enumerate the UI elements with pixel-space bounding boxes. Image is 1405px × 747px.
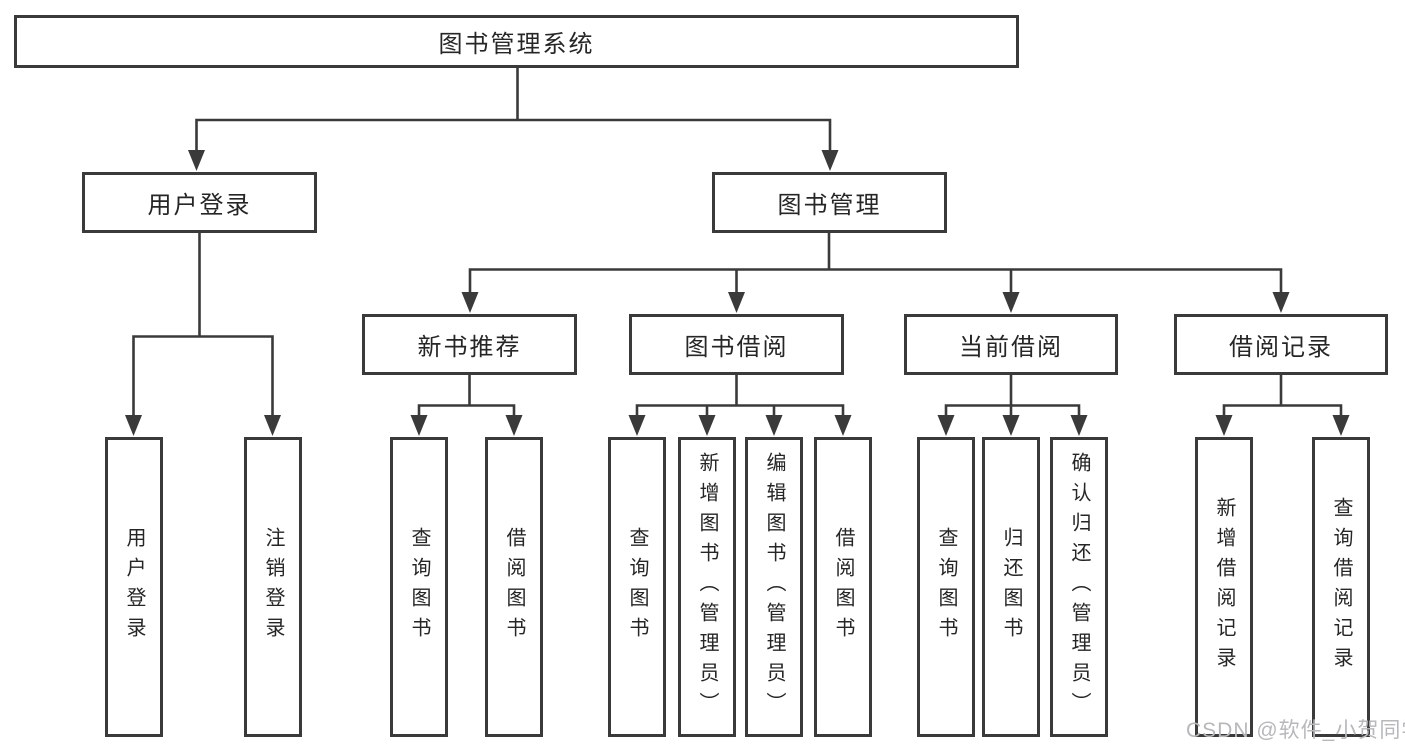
leaf-edit-books-admin: 编辑图书（管理员） <box>745 437 803 737</box>
node-root-system: 图书管理系统 <box>14 15 1019 68</box>
arrowhead <box>821 150 839 171</box>
arrowhead <box>834 415 852 436</box>
node-label: 确认归还（管理员） <box>1068 452 1090 722</box>
leaf-logout: 注销登录 <box>244 437 302 737</box>
arrowhead <box>1272 292 1290 313</box>
leaf-query-books: 查询图书 <box>917 437 975 737</box>
leaf-add-borrow-record: 新增借阅记录 <box>1195 437 1253 737</box>
node-new-book-recommend: 新书推荐 <box>362 314 577 375</box>
leaf-query-books: 查询图书 <box>390 437 448 737</box>
node-label: 编辑图书（管理员） <box>763 452 785 722</box>
arrowhead <box>1002 415 1020 436</box>
node-label: 归还图书 <box>1000 527 1022 647</box>
leaf-return-books: 归还图书 <box>982 437 1040 737</box>
node-label: 注销登录 <box>262 527 284 647</box>
arrowhead <box>461 292 479 313</box>
arrowhead <box>188 150 205 171</box>
node-label: 借阅图书 <box>503 527 525 647</box>
connector-book-mgmt-bar <box>468 268 1283 295</box>
leaf-confirm-return-admin: 确认归还（管理员） <box>1050 437 1108 737</box>
node-label: 用户登录 <box>123 527 145 647</box>
arrowhead <box>765 415 783 436</box>
node-label: 新书推荐 <box>417 334 522 361</box>
node-current-borrow: 当前借阅 <box>904 314 1118 375</box>
arrowhead <box>937 415 955 436</box>
leaf-user-login: 用户登录 <box>105 437 163 737</box>
arrowhead <box>1070 415 1088 436</box>
arrowhead <box>1215 415 1233 436</box>
connector-recommend-bar <box>417 404 516 418</box>
arrowhead <box>728 292 745 313</box>
connector-root-bar <box>195 118 832 153</box>
node-label: 借阅图书 <box>832 527 854 647</box>
node-label: 查询图书 <box>408 527 430 647</box>
node-label: 查询图书 <box>626 527 648 647</box>
arrowhead <box>1332 415 1350 436</box>
leaf-borrow-books: 借阅图书 <box>485 437 543 737</box>
node-label: 图书管理系统 <box>438 31 595 58</box>
node-book-management: 图书管理 <box>712 172 947 233</box>
leaf-query-borrow-record: 查询借阅记录 <box>1312 437 1370 737</box>
node-label: 新增图书（管理员） <box>696 452 718 722</box>
node-book-borrow: 图书借阅 <box>629 314 844 375</box>
csdn-watermark: CSDN @软件_小贺同学 <box>1186 719 1405 742</box>
arrowhead <box>264 415 281 436</box>
leaf-query-books: 查询图书 <box>608 437 666 737</box>
arrowhead <box>125 415 142 436</box>
node-label: 查询图书 <box>935 527 957 647</box>
connector-current-bar <box>944 404 1081 418</box>
leaf-borrow-books: 借阅图书 <box>814 437 872 737</box>
arrowhead <box>1002 292 1020 313</box>
connector-borrow-bar <box>635 404 845 418</box>
arrowhead <box>628 415 646 436</box>
arrowhead <box>505 415 523 436</box>
node-label: 当前借阅 <box>959 334 1063 361</box>
node-label: 图书管理 <box>777 192 882 219</box>
node-label: 用户登录 <box>147 192 252 219</box>
arrowhead <box>410 415 428 436</box>
node-borrow-record: 借阅记录 <box>1174 314 1388 375</box>
connector-user-login-bar <box>132 335 274 418</box>
node-label: 查询借阅记录 <box>1330 497 1352 677</box>
arrowhead <box>698 415 716 436</box>
node-label: 新增借阅记录 <box>1213 497 1235 677</box>
connector-record-bar <box>1222 404 1343 418</box>
node-user-login: 用户登录 <box>82 172 317 233</box>
leaf-add-books-admin: 新增图书（管理员） <box>678 437 736 737</box>
node-label: 图书借阅 <box>684 334 789 361</box>
node-label: 借阅记录 <box>1229 334 1333 361</box>
